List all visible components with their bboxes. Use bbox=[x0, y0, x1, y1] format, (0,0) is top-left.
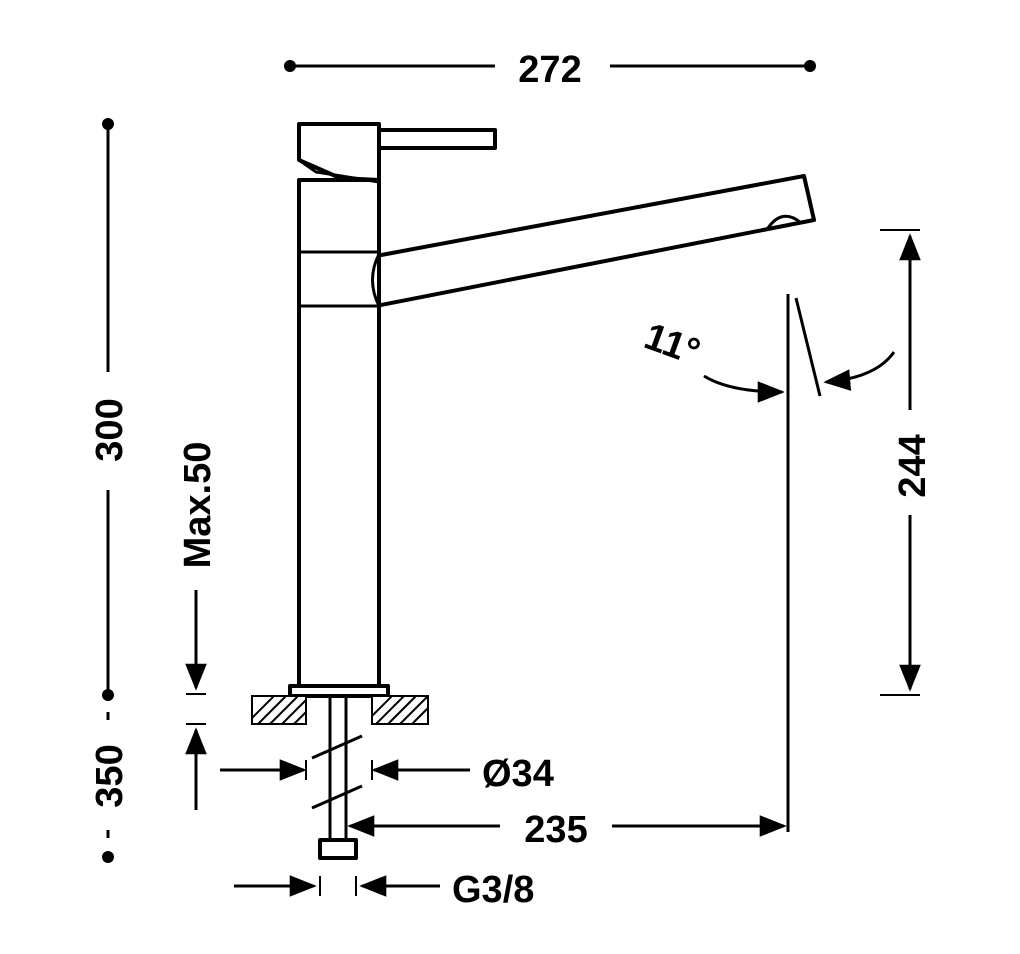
base-flange bbox=[288, 684, 390, 698]
break-line bbox=[311, 784, 363, 810]
dimension-total-height: 300 bbox=[89, 118, 131, 701]
faucet-column bbox=[297, 178, 381, 690]
hatch-pattern bbox=[251, 695, 429, 725]
countertop-section bbox=[251, 695, 429, 725]
faucet-body bbox=[288, 122, 816, 698]
handle-bevel bbox=[298, 158, 380, 184]
angled-reference-line bbox=[794, 297, 822, 397]
hose-length-label: 350 bbox=[89, 744, 131, 807]
dimension-overall-width: 272 bbox=[284, 49, 816, 91]
spout-height-label: 244 bbox=[892, 434, 934, 497]
max-deck-thickness-label: Max.50 bbox=[177, 442, 219, 569]
spout-neck bbox=[371, 253, 381, 307]
connector-nut bbox=[318, 838, 358, 860]
dimension-spout-height: 244 bbox=[880, 229, 934, 696]
base-diameter-label: Ø34 bbox=[482, 753, 554, 795]
spout-angle-label: 11° bbox=[639, 316, 705, 374]
shank-assembly bbox=[311, 696, 363, 860]
dimension-max-deck-thickness: Max.50 bbox=[177, 442, 219, 810]
break-line bbox=[311, 734, 363, 760]
dimension-spout-angle: 11° bbox=[639, 294, 896, 832]
handle-cartridge bbox=[297, 122, 381, 182]
dimension-spout-reach: 235 bbox=[347, 809, 787, 851]
spout bbox=[374, 174, 816, 308]
aerator-outlet bbox=[766, 214, 801, 229]
angle-arc-right bbox=[823, 351, 896, 391]
dimension-hose-length: 350 bbox=[89, 712, 131, 863]
angle-arc-left bbox=[703, 374, 785, 403]
dimension-base-diameter: Ø34 bbox=[220, 753, 554, 795]
handle-lever bbox=[377, 128, 497, 150]
overall-width-label: 272 bbox=[518, 49, 581, 91]
connection-thread-label: G3/8 bbox=[452, 869, 534, 911]
spout-reach-label: 235 bbox=[524, 809, 587, 851]
total-height-label: 300 bbox=[89, 398, 131, 461]
dimension-connection-thread: G3/8 bbox=[234, 869, 534, 911]
dimension-endpoint-dot bbox=[102, 851, 114, 863]
